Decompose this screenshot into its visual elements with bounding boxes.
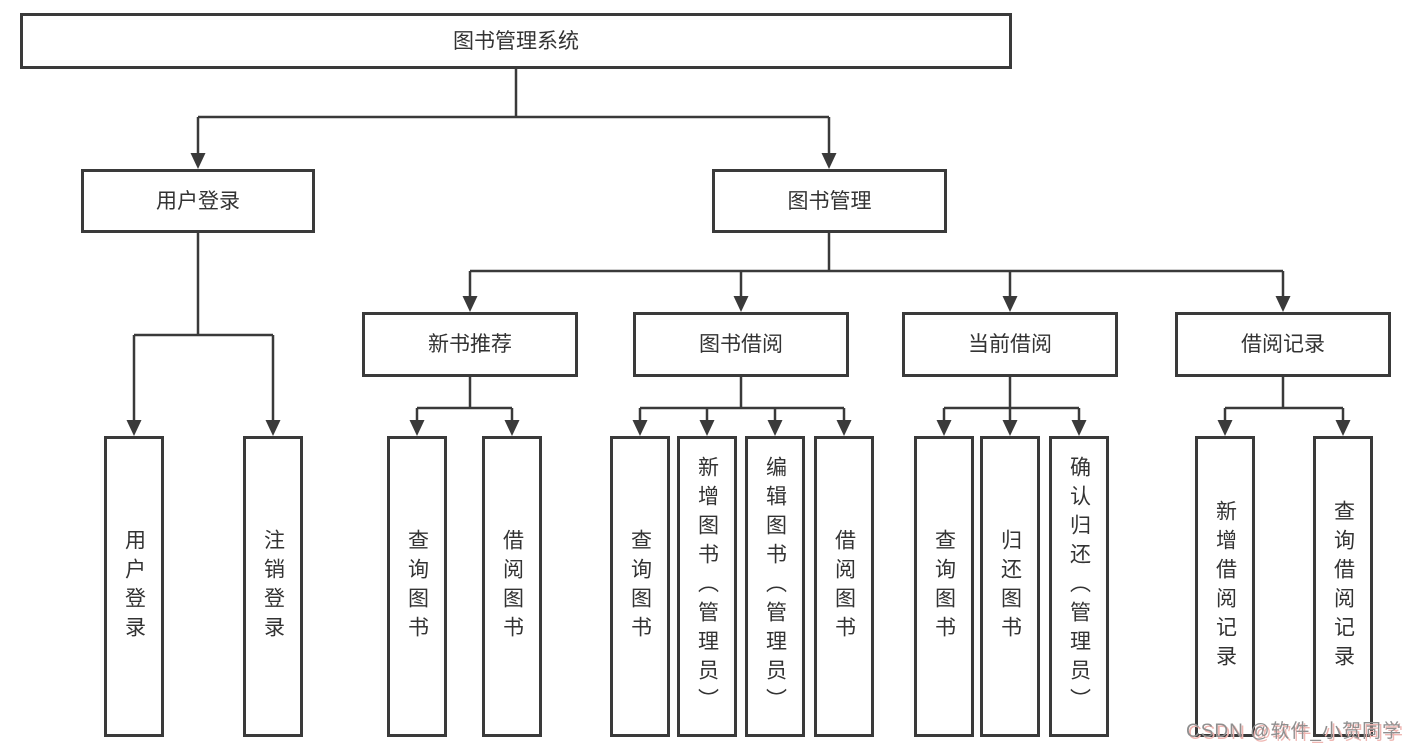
node-label: 查询图书 bbox=[628, 528, 652, 645]
node-leaf-add-books-admin: 新增图书（管理员） bbox=[677, 436, 737, 737]
node-label: 查询图书 bbox=[405, 528, 429, 645]
node-leaf-borrow-books-2: 借阅图书 bbox=[814, 436, 874, 737]
watermark: CSDN @软件_小贺同学 bbox=[1186, 721, 1402, 742]
node-leaf-query-books-2: 查询图书 bbox=[610, 436, 670, 737]
node-leaf-borrow-books-1: 借阅图书 bbox=[482, 436, 542, 737]
node-label: 新增图书（管理员） bbox=[695, 456, 719, 717]
node-label: 当前借阅 bbox=[968, 333, 1052, 356]
node-label: 借阅记录 bbox=[1241, 333, 1325, 356]
node-leaf-add-borrow-record: 新增借阅记录 bbox=[1195, 436, 1255, 737]
node-leaf-query-borrow-record: 查询借阅记录 bbox=[1313, 436, 1373, 737]
node-label: 注销登录 bbox=[261, 528, 285, 645]
node-label: 新增借阅记录 bbox=[1213, 499, 1237, 674]
node-label: 用户登录 bbox=[156, 189, 240, 213]
node-book-management: 图书管理 bbox=[712, 169, 947, 233]
node-label: 新书推荐 bbox=[428, 333, 512, 356]
node-new-book-recommend: 新书推荐 bbox=[362, 312, 578, 377]
node-label: 确认归还（管理员） bbox=[1067, 456, 1091, 717]
node-library-system: 图书管理系统 bbox=[20, 13, 1012, 69]
node-label: 图书借阅 bbox=[699, 333, 783, 356]
node-leaf-return-books: 归还图书 bbox=[980, 436, 1040, 737]
node-leaf-user-login: 用户登录 bbox=[104, 436, 164, 737]
node-label: 查询借阅记录 bbox=[1331, 499, 1355, 674]
node-book-borrow: 图书借阅 bbox=[633, 312, 849, 377]
node-leaf-query-books-1: 查询图书 bbox=[387, 436, 447, 737]
node-leaf-confirm-return-admin: 确认归还（管理员） bbox=[1049, 436, 1109, 737]
node-current-borrow: 当前借阅 bbox=[902, 312, 1118, 377]
node-borrow-records: 借阅记录 bbox=[1175, 312, 1391, 377]
node-label: 归还图书 bbox=[998, 528, 1022, 645]
node-label: 图书管理 bbox=[787, 189, 872, 213]
node-leaf-query-books-3: 查询图书 bbox=[914, 436, 974, 737]
node-label: 用户登录 bbox=[122, 528, 146, 645]
node-label: 查询图书 bbox=[932, 528, 956, 645]
node-leaf-edit-books-admin: 编辑图书（管理员） bbox=[745, 436, 805, 737]
node-label: 借阅图书 bbox=[500, 528, 524, 645]
node-label: 图书管理系统 bbox=[453, 29, 579, 53]
node-label: 借阅图书 bbox=[832, 528, 856, 645]
node-user-login: 用户登录 bbox=[81, 169, 315, 233]
node-leaf-logout: 注销登录 bbox=[243, 436, 303, 737]
node-label: 编辑图书（管理员） bbox=[763, 456, 787, 717]
